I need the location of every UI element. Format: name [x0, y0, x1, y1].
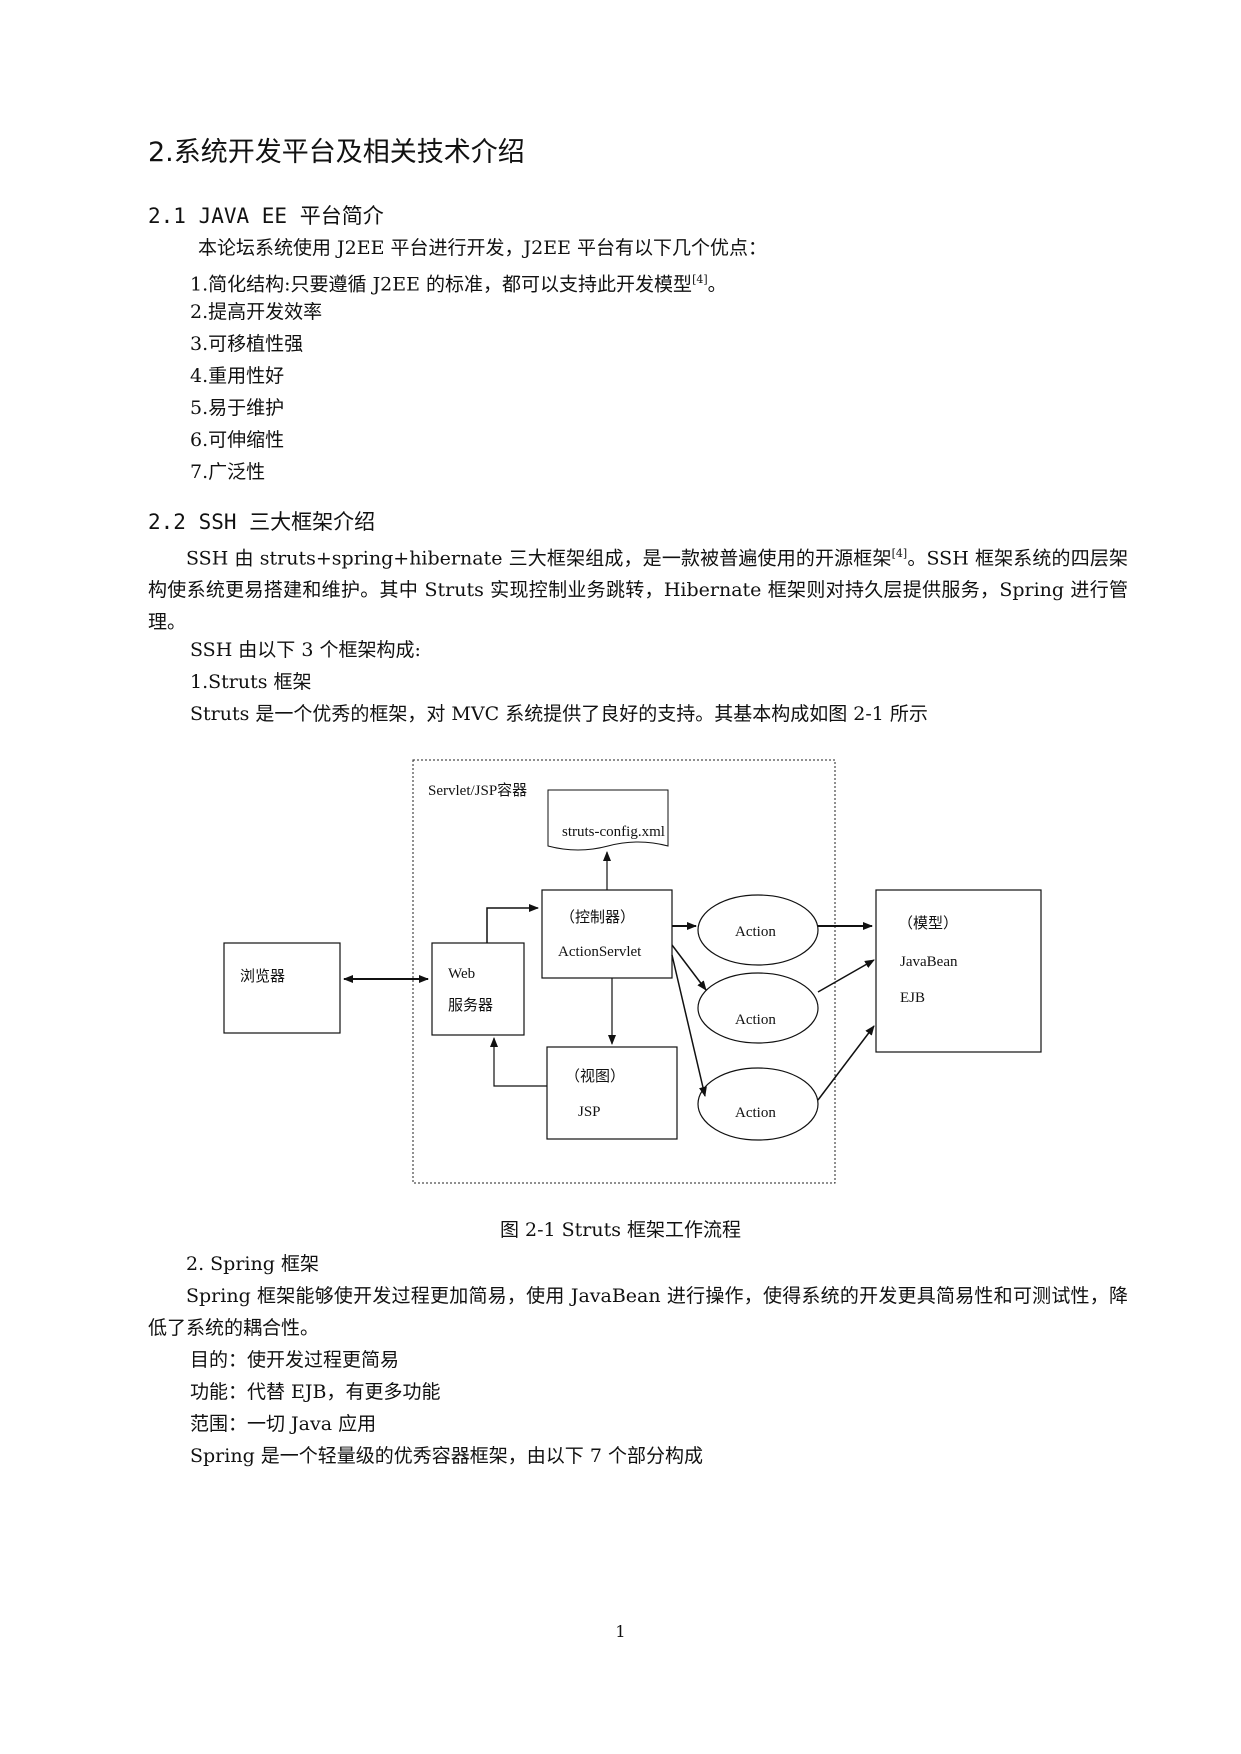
section-2-2-heading: 2.2 SSH 三大框架介绍: [148, 510, 376, 534]
spring-paragraph: Spring 框架能够使开发过程更加简易，使用 JavaBean 进行操作，使得…: [148, 1285, 1128, 1339]
struts-description: Struts 是一个优秀的框架，对 MVC 系统提供了良好的支持。其基本构成如图…: [190, 703, 928, 725]
figure-caption: 图 2-1 Struts 框架工作流程: [499, 1219, 742, 1241]
list-item-1: 1.简化结构:只要遵循 J2EE 的标准，都可以支持此开发模型[4]。: [190, 273, 727, 296]
servlet-container-boundary: [412, 759, 836, 1184]
config-label: struts-config.xml: [562, 824, 665, 840]
section-2-2-paragraph: SSH 由 struts+spring+hibernate 三大框架组成，是一款…: [148, 547, 1128, 634]
arrow-action-2-to-model: [817, 959, 875, 993]
spring-scope: 范围：一切 Java 应用: [190, 1413, 377, 1435]
action-node-2: [697, 972, 819, 1044]
arrow-controller-to-action-3: [671, 954, 707, 1097]
list-item-7: 7.广泛性: [190, 461, 266, 483]
page-number: 1: [615, 1622, 626, 1641]
chapter-heading: 2.系统开发平台及相关技术介绍: [148, 137, 525, 168]
controller-label-en: ActionServlet: [558, 944, 642, 960]
section-2-1-intro: 本论坛系统使用 J2EE 平台进行开发，J2EE 平台有以下几个优点：: [198, 237, 768, 259]
view-label-en: JSP: [578, 1104, 601, 1120]
arrow-controller-to-action-2: [671, 944, 707, 991]
list-item-5: 5.易于维护: [190, 397, 285, 419]
web-server-box: [431, 942, 525, 1036]
spring-purpose: 目的：使开发过程更简易: [190, 1349, 400, 1371]
action-node-1: [697, 894, 819, 966]
action-node-3: [697, 1067, 819, 1141]
view-label-cn: （视图）: [565, 1068, 625, 1085]
controller-box: [541, 889, 673, 979]
action-label-2: Action: [735, 1012, 776, 1028]
model-label-ejb: EJB: [900, 990, 925, 1006]
arrow-view-to-web: [490, 1037, 547, 1087]
list-item-6: 6.可伸缩性: [190, 429, 285, 451]
container-label: Servlet/JSP容器: [428, 782, 527, 799]
action-label-3: Action: [735, 1105, 776, 1121]
model-label-cn: （模型）: [898, 915, 958, 932]
browser-box: [223, 942, 341, 1034]
frameworks-line: SSH 由以下 3 个框架构成:: [190, 639, 421, 661]
config-document-shape: [547, 789, 669, 851]
spring-function: 功能：代替 EJB，有更多功能: [190, 1381, 441, 1403]
struts-heading: 1.Struts 框架: [190, 671, 312, 693]
section-2-1-heading: 2.1 JAVA EE 平台简介: [148, 204, 384, 228]
model-box: [875, 889, 1042, 1053]
action-label-1: Action: [735, 924, 776, 940]
arrow-action-3-to-model: [817, 1025, 875, 1101]
list-item-4: 4.重用性好: [190, 365, 285, 387]
arrow-web-to-controller: [486, 904, 539, 943]
list-item-3: 3.可移植性强: [190, 333, 304, 355]
list-item-2: 2.提高开发效率: [190, 301, 323, 323]
controller-label-cn: （控制器）: [560, 909, 635, 926]
spring-components-line: Spring 是一个轻量级的优秀容器框架，由以下 7 个部分构成: [190, 1445, 703, 1467]
view-box: [546, 1046, 678, 1140]
model-label-javabean: JavaBean: [900, 954, 958, 970]
spring-heading: 2. Spring 框架: [186, 1253, 319, 1275]
web-server-label-cn: 服务器: [448, 997, 493, 1014]
web-server-label-en: Web: [448, 966, 475, 982]
browser-label: 浏览器: [240, 968, 285, 985]
